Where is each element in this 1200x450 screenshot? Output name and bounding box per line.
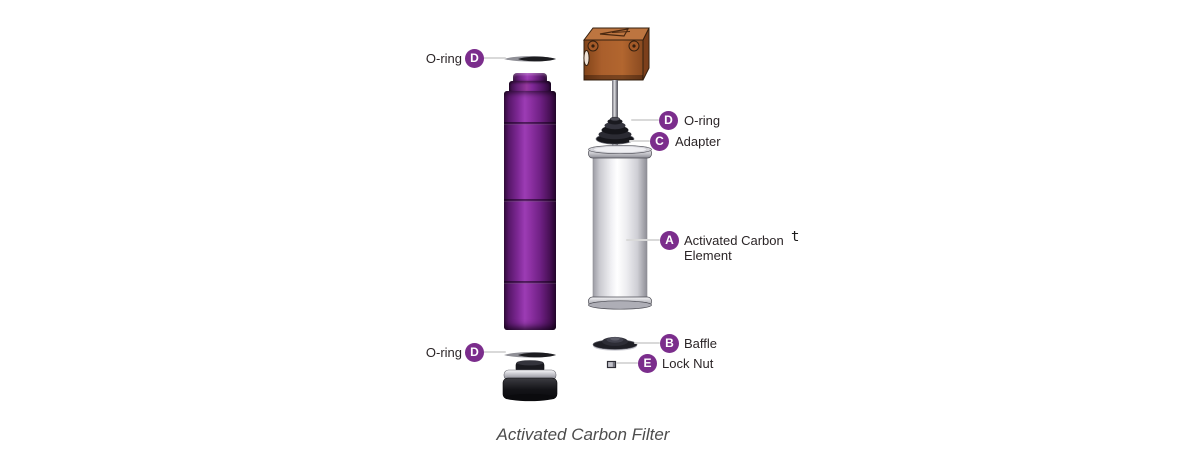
badge-d-top: D (465, 49, 484, 68)
housing-seam (504, 122, 556, 125)
end-cap-knob-top (516, 360, 544, 366)
leader-lock-nut (616, 362, 638, 364)
housing-seam (504, 281, 556, 284)
label-element-line1: Activated Carbon (684, 233, 784, 248)
housing-neck-collar (509, 81, 551, 94)
o-ring-top-shadow (518, 56, 556, 62)
end-cap-part (500, 358, 560, 402)
label-lock-nut: Lock Nut (662, 356, 714, 371)
end-cap-bottom (505, 393, 555, 402)
label-adapter: Adapter (675, 134, 721, 149)
o-ring-bottom-shadow (518, 352, 556, 358)
label-oring-top: O-ring (425, 51, 462, 66)
leader-baffle (634, 342, 660, 344)
lock-nut-shade (612, 362, 615, 367)
label-element: Activated Carbon Element (684, 233, 784, 263)
head-cap-top-face (583, 27, 650, 41)
housing-seam (504, 199, 556, 202)
label-element-line2: Element (684, 248, 732, 263)
carbon-element-part (585, 142, 655, 314)
adapter-top (609, 116, 621, 122)
side-slot (583, 50, 590, 66)
right-ear-hole (632, 44, 636, 48)
housing-cylinder (504, 91, 556, 330)
lock-nut-body (606, 360, 617, 369)
leader-element (626, 239, 660, 241)
badge-e: E (638, 354, 657, 373)
leader-adapter (629, 140, 650, 142)
o-ring-bottom-part (502, 348, 558, 360)
left-ear-hole (591, 44, 595, 48)
element-top-inner (594, 146, 646, 153)
leader-oring-bottom (482, 351, 506, 353)
label-baffle: Baffle (684, 336, 718, 351)
flow-arrow-tail (611, 31, 631, 33)
label-oring-mid: O-ring (684, 113, 721, 128)
element-bottom-face (588, 300, 652, 310)
element-body (592, 154, 648, 306)
baffle-part (592, 332, 638, 352)
badge-c: C (650, 132, 669, 151)
flow-arrow-icon (599, 28, 630, 37)
adapter-part (595, 112, 635, 146)
badge-d-bottom: D (465, 343, 484, 362)
diagram-caption: Activated Carbon Filter (496, 425, 670, 444)
label-oring-bottom: O-ring (425, 345, 462, 360)
lock-nut-part (606, 356, 618, 369)
badge-b: B (660, 334, 679, 353)
leader-oring-top (482, 57, 506, 59)
o-ring-top-part (502, 52, 558, 64)
baffle-dome-top (610, 337, 620, 341)
badge-a: A (660, 231, 679, 250)
stray-text: t (791, 229, 800, 245)
housing-neck-rim (513, 73, 547, 83)
badge-d-mid: D (659, 111, 678, 130)
leader-oring-mid (631, 119, 659, 121)
head-cap-part (578, 24, 652, 84)
head-cap-bottom-shade (584, 75, 643, 80)
